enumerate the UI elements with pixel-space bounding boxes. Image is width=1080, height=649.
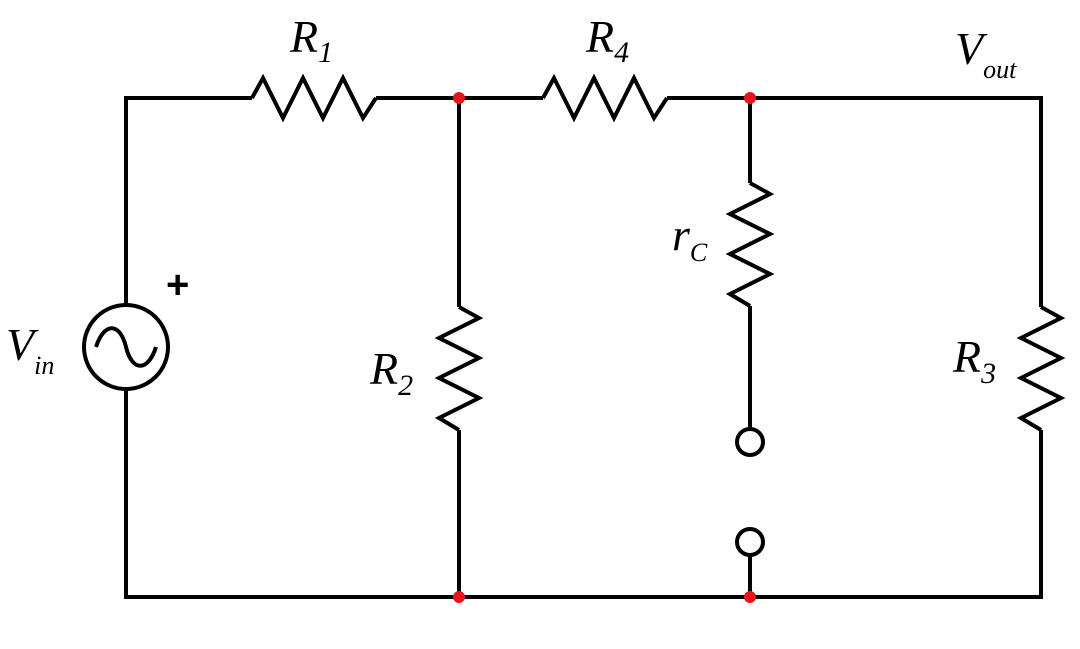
label-r2: R2 [369,343,413,402]
junction-node-c [453,591,465,603]
label-vin: Vin [6,319,54,380]
junction-nodes [453,92,756,603]
open-terminal-top [735,427,765,457]
label-rc: rC [672,209,708,267]
ac-source-circle [82,303,170,391]
junction-node-b [744,92,756,104]
label-r4: R4 [585,11,629,69]
resistor-r4 [541,73,669,123]
wire-r4-r3 [667,96,1043,307]
resistor-rc [725,181,775,308]
resistor-r2 [434,305,484,432]
wire-vin-top [124,96,252,305]
label-vout: Vout [955,23,1017,84]
sine-wave-icon [94,326,158,368]
resistor-r1 [250,73,378,123]
open-terminal-bottom [735,527,765,557]
label-r1: R1 [289,11,333,69]
label-r3: R3 [952,331,996,390]
resistor-r3 [1016,305,1066,432]
junction-node-d [744,591,756,603]
wire-bottom-rail [124,390,1043,599]
junction-node-a [453,92,465,104]
plus-sign: + [166,263,189,307]
